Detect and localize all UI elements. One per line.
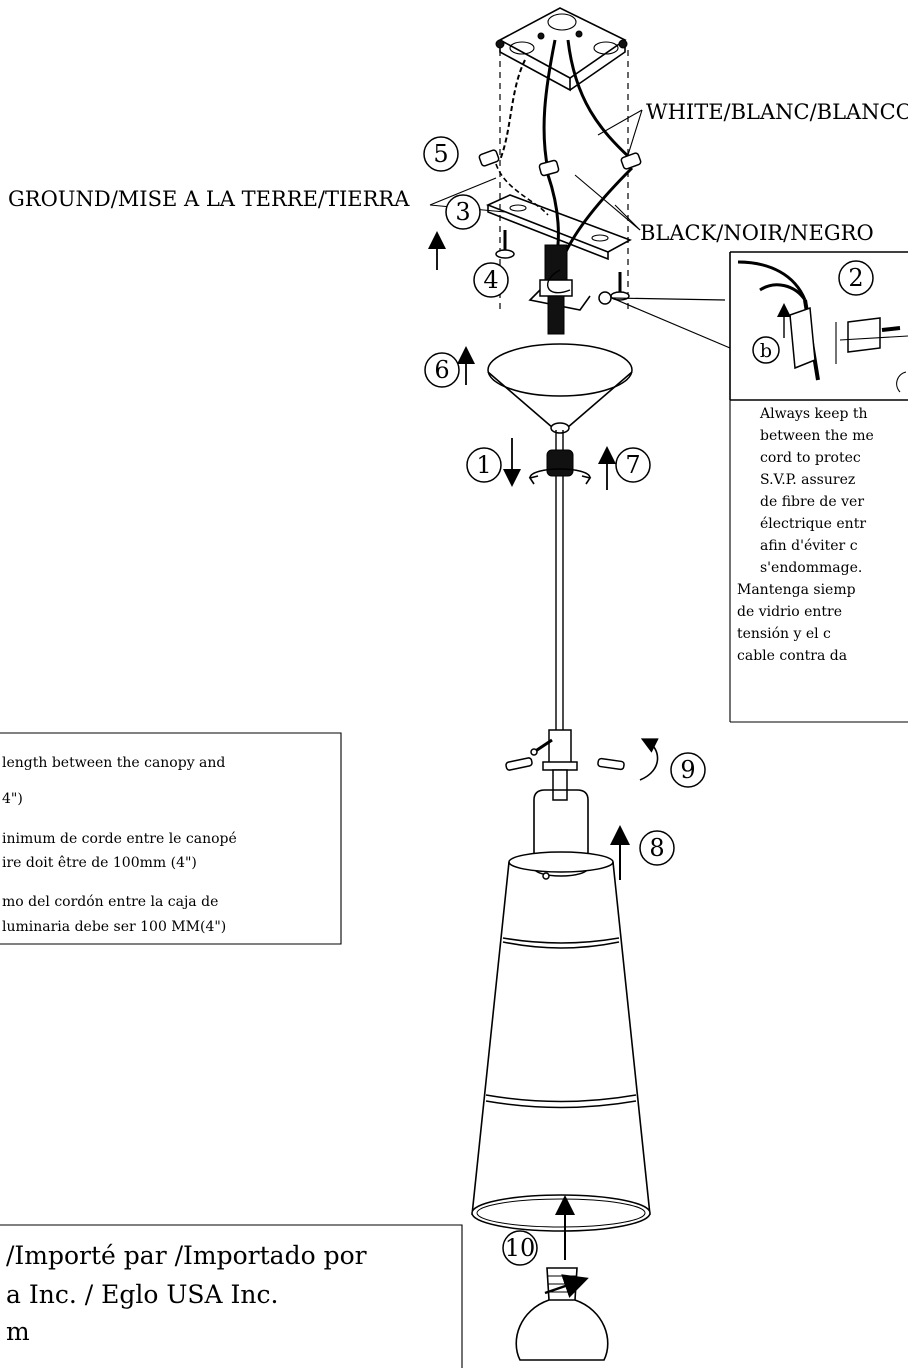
direction-arrows: [428, 231, 659, 1260]
sleeve-note-line: Always keep th: [759, 406, 868, 422]
cord-note-line: ire doit être de 100mm (4"): [2, 855, 197, 871]
sleeve-note-line: s'endommage.: [760, 560, 862, 576]
step-7: 7: [625, 451, 640, 479]
sleeve-inset: 2 b: [729, 251, 908, 401]
step-numbers: 5 3 4 6 1 7 9 8 10: [423, 136, 706, 1266]
importer-box: /Importé par /Importado por a Inc. / Egl…: [0, 1224, 463, 1368]
step-3: 3: [455, 198, 470, 226]
white-wire-label: WHITE/BLANC/BLANCO: [646, 100, 908, 124]
canopy: [487, 343, 633, 434]
importer-line: m: [6, 1317, 30, 1346]
sleeve-note-line: Mantenga siemp: [737, 582, 856, 598]
inset-letter-b: b: [760, 340, 772, 362]
sleeve-note-line: tensión y el c: [737, 626, 831, 642]
sleeve-note-line: cord to protec: [760, 450, 861, 466]
cord-note-line: mo del cordón entre la caja de: [2, 894, 218, 910]
cord-note-line: inimum de corde entre le canopé: [2, 831, 237, 847]
canopy-lock-nut: [528, 449, 592, 485]
sleeve-note-line: between the me: [760, 428, 874, 444]
black-wire-label: BLACK/NOIR/NEGRO: [640, 221, 874, 245]
step-1: 1: [476, 451, 491, 479]
glass-shade: [471, 851, 651, 1232]
sleeve-note-line: cable contra da: [737, 648, 847, 664]
mounting-bracket: [485, 194, 632, 261]
cord-length-note-box: length between the canopy and 4") inimum…: [0, 732, 342, 945]
sleeve-note-line: de vidrio entre: [737, 604, 842, 620]
sleeve-note-line: de fibre de ver: [760, 494, 864, 510]
light-bulb: [515, 1267, 609, 1361]
step-9: 9: [680, 756, 695, 784]
sleeve-note-line: électrique entr: [760, 516, 866, 532]
sleeve-note-box: Always keep th between the me cord to pr…: [729, 400, 908, 723]
sleeve-note-line: afin d'éviter c: [760, 538, 858, 554]
cord-note-line: 4"): [2, 791, 23, 807]
junction-box: [495, 7, 628, 92]
step-5: 5: [433, 140, 448, 168]
cord-lock: [505, 729, 625, 801]
ground-wire-label: GROUND/MISE A LA TERRE/TIERRA: [8, 187, 410, 211]
step-6: 6: [434, 356, 449, 384]
cord-grip: [528, 244, 612, 335]
cord-note-line: luminaria debe ser 100 MM(4"): [2, 919, 226, 935]
step-2: 2: [848, 264, 863, 292]
importer-line: /Importé par /Importado por: [6, 1241, 367, 1270]
cord-note-line: length between the canopy and: [2, 755, 225, 771]
power-cord: [555, 430, 564, 735]
wire-nuts: [478, 149, 642, 177]
importer-line: a Inc. / Eglo USA Inc.: [6, 1280, 278, 1309]
step-10: 10: [505, 1234, 536, 1262]
label-leaders: [429, 109, 643, 231]
step-8: 8: [649, 834, 664, 862]
sleeve-note-line: S.V.P. assurez: [760, 472, 855, 488]
step-4: 4: [483, 266, 498, 294]
supply-wires: [499, 39, 632, 171]
